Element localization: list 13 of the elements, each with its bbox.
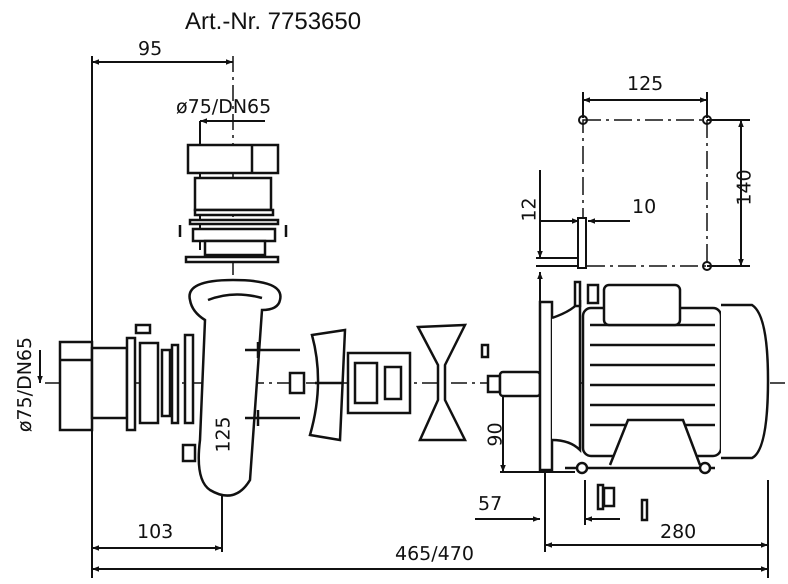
dimension-label: 125 [627, 75, 664, 94]
dimension-label: 103 [137, 523, 174, 542]
dimension-label: 12 [520, 197, 540, 222]
dimension-label: 90 [486, 422, 506, 447]
dimension-label: 465/470 [395, 545, 474, 564]
dimension-label: 95 [138, 40, 162, 59]
dimension-label: 280 [660, 523, 696, 542]
dimension-label: ø75/DN65 [16, 336, 36, 432]
dimension-label: 10 [632, 198, 656, 217]
dimension-label: 57 [478, 495, 502, 514]
dimension-label: ø75/DN65 [176, 98, 272, 117]
article-number: Art.-Nr. 7753650 [185, 10, 362, 34]
dimension-label: 125 [214, 416, 234, 453]
